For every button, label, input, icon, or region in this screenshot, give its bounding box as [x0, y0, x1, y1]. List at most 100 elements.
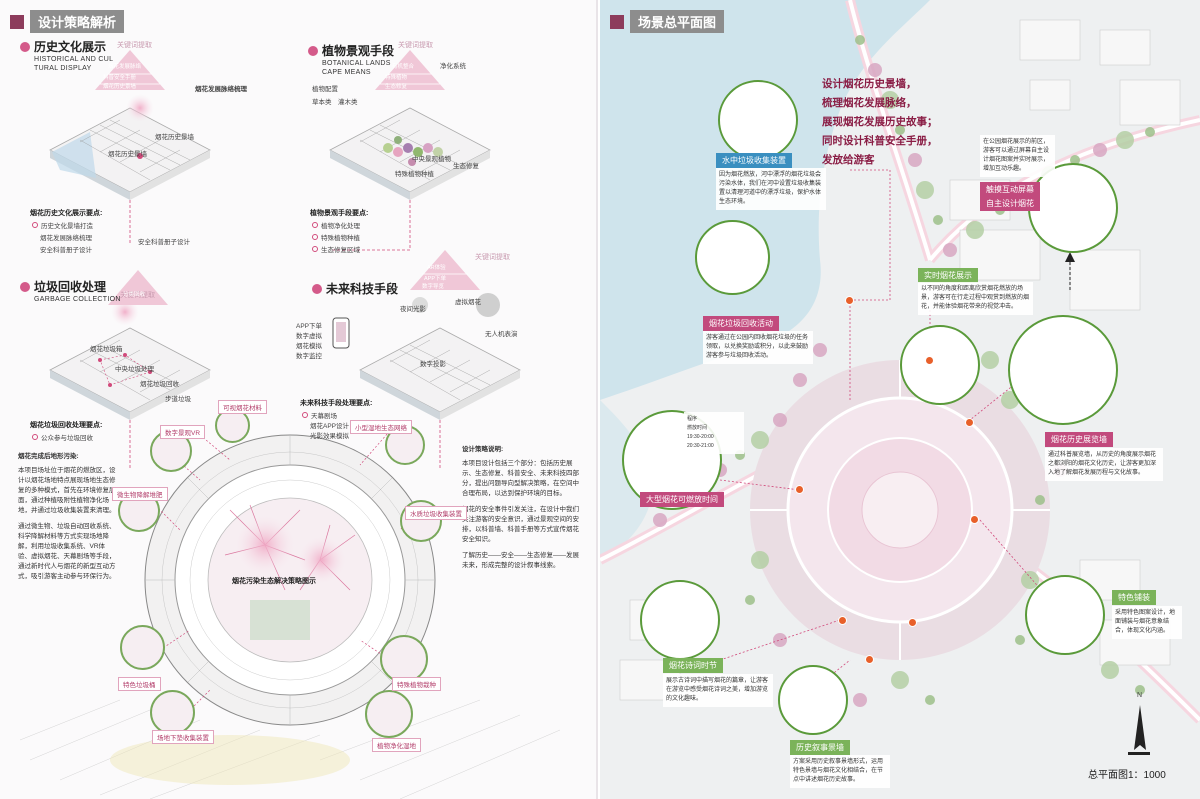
section-dot-icon	[20, 281, 30, 292]
tree-icon	[853, 693, 867, 707]
garbage-activity-circle	[695, 220, 770, 295]
label-poetry: 烟花诗词时节	[663, 658, 723, 673]
tag-special-plant: 特殊植物栽种	[392, 677, 441, 691]
tree-icon	[855, 35, 865, 45]
garbage-tri-1: 分类回收	[123, 292, 146, 298]
plants-heading: 植物景观手段 BOTANICAL LANDS CAPE MEANS	[308, 42, 394, 77]
history-point-1: 历史文化景墙打造	[32, 220, 93, 230]
label-design-fireworks: 自主设计烟花	[980, 196, 1040, 211]
tree-icon	[1101, 661, 1119, 679]
tree-icon	[653, 513, 667, 527]
plants-annot-4: 净化系统	[440, 63, 466, 70]
tree-icon	[1021, 571, 1039, 589]
desc-history-wall: 通过科普展览墙，从历史的角度展示烟花之都浏阳的烟花文化历史，让游客更加深入地了解…	[1045, 448, 1163, 481]
tech-keyword: 关键词提取	[475, 254, 510, 261]
history-tri-3: 烟花历史景墙	[103, 84, 137, 90]
strategy-diagram	[19, 50, 561, 799]
pollution-desc: 烟花完成后地形污染: 本项目场址位于烟花的燃放区，设计以烟花场地特点展现场地生态…	[18, 453, 116, 580]
tree-icon	[925, 695, 935, 705]
water-device-circle	[718, 80, 798, 160]
history-tri-2: 科普安全手册	[103, 75, 137, 81]
tag-wetland-purify: 植物净化湿地	[372, 738, 421, 752]
marker-dot[interactable]	[838, 616, 847, 625]
marker-dot[interactable]	[908, 618, 917, 627]
tech-tri-2: APP下单	[424, 276, 447, 282]
plants-point-1: 植物净化处理	[312, 220, 360, 230]
tree-icon	[1145, 127, 1155, 137]
tree-icon	[1015, 635, 1025, 645]
tree-icon	[1116, 131, 1134, 149]
strategy-desc: 设计策略说明: 本项目设计包括三个部分：包括历史展示、生态修复、科普安全、未来科…	[462, 446, 579, 569]
plants-tri-1: 有机整合	[392, 64, 415, 70]
scale-label: 总平面图1：1000	[1088, 770, 1166, 781]
garbage-annot-3: 烟花垃圾回收	[140, 381, 179, 388]
plants-annot-5: 中央景观植物	[412, 156, 451, 163]
plants-tri-2: 特殊植物	[385, 75, 408, 81]
tech-annot-8: 虚拟烟花	[455, 299, 481, 306]
tech-point-2: 烟花APP设计	[310, 423, 350, 430]
compass-icon	[1128, 705, 1150, 755]
tree-icon	[943, 243, 957, 257]
plants-annot-1: 植物配置	[312, 86, 338, 93]
tech-annot-6: 无人机表演	[485, 331, 518, 338]
tree-icon	[868, 63, 882, 77]
tag-water-device: 水质垃圾收集装置	[405, 506, 467, 520]
label-history-wall: 烟花历史展览墙	[1045, 432, 1113, 447]
realtime-circle	[900, 325, 980, 405]
label-realtime: 实时烟花展示	[918, 268, 978, 283]
desc-realtime: 以不同的角度和距离欣赏烟花燃放的场景，游客可在行走过程中观赏到燃放的烟花，并能体…	[918, 282, 1033, 315]
plants-point-3: 生态修复区域	[312, 244, 360, 254]
center-label: 烟花污染生态解决策略图示	[232, 578, 316, 585]
desc-pavement: 采用特色图案设计，地面铺装与烟花意象结合，体现文化内涵。	[1112, 606, 1182, 639]
tech-tri-3: 数字导览	[422, 284, 445, 290]
plants-plate	[329, 50, 491, 200]
history-point-3: 安全科普册子设计	[40, 247, 92, 254]
plan-title: 场景总平面图	[610, 10, 725, 33]
desc-poetry: 展示古诗词中描写烟花的篇章，让游客在游览中感受烟花诗词之美，增加游览的文化趣味。	[663, 674, 773, 707]
marker-dot[interactable]	[865, 655, 874, 664]
garbage-points-head: 烟花垃圾回收处理要点:	[30, 422, 103, 429]
tech-point-1: 天幕剧场	[302, 410, 337, 420]
plants-annot-3: 灌木类	[338, 99, 358, 106]
title-marker-icon	[10, 14, 24, 29]
tech-heading: 未来科技手段	[312, 280, 398, 297]
tree-icon	[981, 351, 999, 369]
tree-icon	[1070, 155, 1080, 165]
garbage-keyword: 关键词提取	[120, 292, 155, 299]
tech-annot-1: APP下单	[296, 323, 323, 330]
site-plan-panel: 场景总平面图 设计烟花历史景墙， 梳理烟花发展脉络， 展现烟花发展历史故事； 同…	[600, 0, 1200, 799]
marker-dot[interactable]	[925, 356, 934, 365]
tree-icon	[793, 373, 807, 387]
garbage-annot-4: 步道垃圾	[165, 396, 191, 403]
pin-icon	[312, 246, 318, 252]
tag-vr: 数字景观VR	[160, 425, 206, 439]
trash-bin-bubble	[120, 625, 165, 670]
garbage-annot-1: 烟花垃圾箱	[90, 346, 123, 353]
marker-dot[interactable]	[795, 485, 804, 494]
tree-icon	[916, 181, 934, 199]
tech-annot-7: 数字投影	[420, 361, 446, 368]
history-annot-2: 烟花历史景墙	[155, 134, 194, 141]
wetland-purify-bubble	[365, 690, 413, 738]
tree-icon	[751, 431, 769, 449]
tree-icon	[966, 221, 984, 239]
tag-material: 可视烟花材料	[218, 400, 267, 414]
tag-trash-bin: 特色垃圾桶	[118, 677, 161, 691]
marker-dot[interactable]	[845, 296, 854, 305]
tech-annot-3: 烟花模拟	[296, 343, 322, 350]
pin-icon	[312, 222, 318, 228]
tree-icon	[1035, 495, 1045, 505]
section-dot-icon	[308, 45, 318, 56]
tag-compost: 微生物降解堆肥	[112, 487, 168, 501]
garbage-plate	[49, 298, 211, 420]
history-keyword: 关键词提取	[117, 42, 152, 49]
marker-dot[interactable]	[970, 515, 979, 524]
history-annot-4: 安全科普册子设计	[138, 239, 190, 246]
main-ring	[144, 434, 436, 726]
section-dot-icon	[312, 283, 322, 294]
history-heading: 历史文化展示 HISTORICAL AND CUL TURAL DISPLAY	[20, 38, 113, 73]
marker-dot[interactable]	[965, 418, 974, 427]
pin-icon	[312, 234, 318, 240]
history-triangle	[95, 50, 165, 90]
underground-bubble	[150, 690, 195, 735]
